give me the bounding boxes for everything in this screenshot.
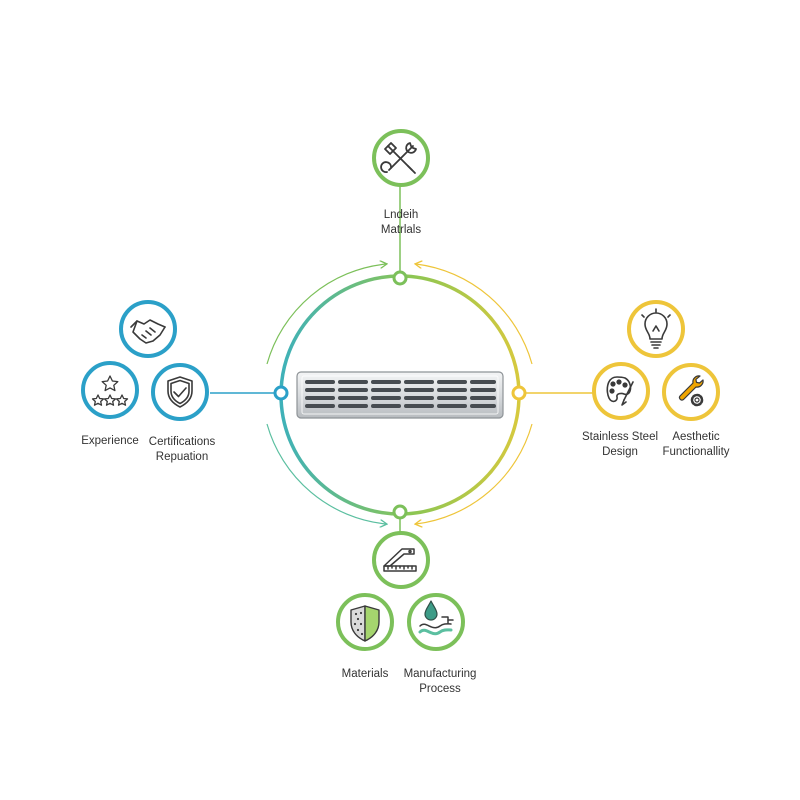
wrench-gear-icon xyxy=(678,375,704,407)
top-node-label: Lndeih Matrlals xyxy=(340,208,462,238)
ring-node-bottom[interactable] xyxy=(392,504,408,520)
aesthetic-label: Aesthetic Functionallity xyxy=(646,430,746,460)
manufacturing-label-line2: Process xyxy=(419,683,461,695)
shield-check-icon xyxy=(167,376,193,408)
stainless-steel-grille xyxy=(296,371,504,419)
stainless-steel-label-line1: Stainless Steel xyxy=(581,431,659,443)
ring-node-left[interactable] xyxy=(273,385,289,401)
material-swatch-icon xyxy=(350,605,380,642)
certifications-label-line2: Repuation xyxy=(155,451,209,463)
ruler-badge[interactable] xyxy=(372,531,430,589)
material-badge[interactable] xyxy=(336,593,394,651)
stars-badge[interactable] xyxy=(81,361,139,419)
process-badge[interactable] xyxy=(407,593,465,651)
certifications-label: Certifications Repuation xyxy=(127,435,237,465)
ring-node-right[interactable] xyxy=(511,385,527,401)
top-node-label-line2: Matrlals xyxy=(380,224,422,236)
flow-arc-top-right xyxy=(416,264,533,365)
ruler-square-icon xyxy=(383,548,417,572)
stainless-steel-label-line2: Design xyxy=(602,446,638,458)
ring-node-top[interactable] xyxy=(392,270,408,286)
shield-badge[interactable] xyxy=(151,363,209,421)
lightbulb-icon xyxy=(641,308,671,349)
flow-arc-bottom-right xyxy=(416,423,533,524)
palette-icon xyxy=(606,376,634,406)
experience-label: Experience xyxy=(81,435,139,447)
handshake-icon xyxy=(130,319,166,344)
tools-badge[interactable] xyxy=(662,363,720,421)
manufacturing-label-line1: Manufacturing xyxy=(403,668,477,680)
flow-arc-top-left xyxy=(266,264,386,365)
lightbulb-badge[interactable] xyxy=(627,300,685,358)
flow-arc-bottom-left xyxy=(266,423,386,524)
palette-badge[interactable] xyxy=(592,362,650,420)
manufacturing-label: Manufacturing Process xyxy=(390,667,490,697)
top-node-label-line1: Lndeih xyxy=(383,209,419,221)
handshake-badge[interactable] xyxy=(119,300,177,358)
stainless-steel-label: Stainless Steel Design xyxy=(565,430,675,460)
top-node-badge[interactable] xyxy=(372,129,430,187)
aesthetic-label-line1: Aesthetic xyxy=(672,431,720,443)
water-process-icon xyxy=(418,600,454,636)
aesthetic-label-line2: Functionallity xyxy=(662,446,730,458)
materials-label: Materials xyxy=(341,668,389,680)
wrench-screwdriver-icon xyxy=(380,142,417,174)
stars-icon xyxy=(91,375,129,406)
certifications-label-line1: Certifications xyxy=(148,436,216,448)
